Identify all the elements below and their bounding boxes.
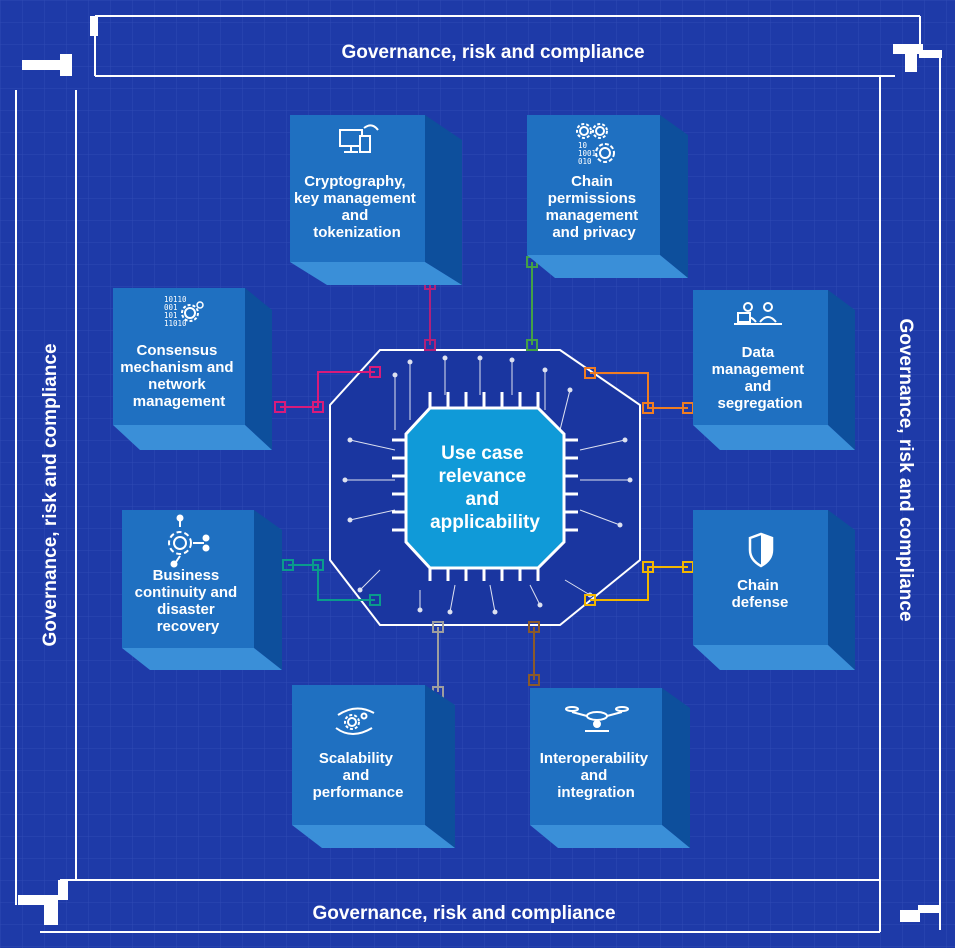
svg-text:Interoperability and: Interoperability and integration	[540, 750, 653, 801]
svg-text:Chain permissions: Chain permissions management and privacy	[546, 173, 643, 241]
people-laptop-icon	[734, 302, 782, 325]
box-continuity-line-1: Business	[153, 567, 220, 584]
frame-label-bottom: Governance, risk and compliance	[312, 903, 615, 924]
drone-icon	[565, 706, 629, 732]
connectors	[274, 256, 694, 698]
box-crypto: Cryptography, key management and tokeniz…	[290, 115, 462, 285]
frame-label-top: Governance, risk and compliance	[341, 42, 644, 63]
chip-label: Use case relevance and applicability	[430, 443, 540, 533]
box-crypto-line-4: tokenization	[313, 224, 401, 241]
connector-continuity	[282, 559, 381, 606]
shield-icon	[748, 532, 774, 568]
box-interop-line-3: integration	[557, 784, 635, 801]
devices-icon	[339, 124, 379, 153]
svg-text:Data management an: Data management and segregation	[712, 344, 809, 412]
svg-text:Business continuity and: Business continuity and disaster recover…	[135, 567, 242, 635]
central-chip: Use case relevance and applicability	[392, 392, 578, 581]
box-continuity-line-4: recovery	[157, 618, 220, 635]
frame-corners	[18, 16, 942, 925]
svg-text:Chain defense: Chain defense	[732, 577, 789, 611]
box-consensus-line-2: mechanism and	[120, 359, 233, 376]
box-consensus: 10110 001 101 11010 Consensus mechanism …	[113, 288, 272, 450]
frame-label-left: Governance, risk and compliance	[40, 343, 61, 646]
box-consensus-line-4: management	[133, 393, 226, 410]
svg-text:Consensus mechanism and: Consensus mechanism and network manageme…	[120, 342, 238, 410]
box-data-line-4: segregation	[717, 395, 802, 412]
box-scalability-line-1: Scalability	[319, 750, 394, 767]
box-interop-line-1: Interoperability	[540, 750, 649, 767]
gears-binary-icon	[576, 123, 615, 163]
box-permissions-line-1: Chain	[571, 173, 613, 190]
governance-frame	[15, 15, 941, 933]
chip-label-line-1: Use case	[441, 443, 523, 464]
connector-consensus	[274, 366, 381, 413]
hand-gears-icon	[335, 707, 375, 735]
box-scalability-line-2: and	[343, 767, 370, 784]
svg-text:10: 10	[578, 141, 588, 150]
box-interop: Interoperability and integration	[530, 688, 690, 848]
chip-label-line-3: and	[465, 489, 499, 510]
circuit-traces	[342, 355, 633, 615]
chip-label-line-4: applicability	[430, 512, 540, 533]
box-crypto-line-1: Cryptography,	[304, 173, 405, 190]
box-consensus-line-1: Consensus	[136, 342, 217, 359]
box-consensus-line-3: network	[148, 376, 206, 393]
box-crypto-line-3: and	[342, 207, 369, 224]
box-permissions-line-2: permissions	[548, 190, 636, 207]
box-defense-line-1: Chain	[737, 577, 779, 594]
box-scalability: Scalability and performance	[292, 685, 455, 848]
chip-body	[404, 406, 566, 570]
box-interop-line-2: and	[581, 767, 608, 784]
box-defense-line-2: defense	[732, 594, 789, 611]
box-continuity-line-3: disaster	[157, 601, 215, 618]
svg-text:Cryptography, key manage: Cryptography, key management and tokeniz…	[294, 173, 420, 241]
chip-label-line-2: relevance	[439, 466, 527, 487]
box-permissions: 10 1001 010 Chain permissions management…	[527, 115, 688, 278]
binary-line-2: 001	[164, 303, 178, 312]
gear-network-icon	[168, 514, 210, 568]
binary-line-3: 101	[164, 311, 178, 320]
box-crypto-line-2: key management	[294, 190, 416, 207]
box-data-line-2: management	[712, 361, 805, 378]
box-continuity: Business continuity and disaster recover…	[122, 510, 282, 670]
connector-interop	[528, 621, 540, 686]
connector-defense	[584, 561, 694, 606]
box-defense: Chain defense	[693, 510, 855, 670]
binary-line-4: 11010	[164, 319, 187, 328]
box-permissions-line-4: and privacy	[552, 224, 636, 241]
box-data-line-1: Data	[742, 344, 775, 361]
binary-gear-icon: 10110 001 101 11010	[164, 295, 204, 328]
box-continuity-line-2: continuity and	[135, 584, 238, 601]
svg-text:Scalability and pe: Scalability and performance	[313, 750, 404, 801]
box-scalability-line-3: performance	[313, 784, 404, 801]
svg-text:010: 010	[578, 157, 592, 166]
frame-label-right: Governance, risk and compliance	[895, 318, 916, 621]
box-data-line-3: and	[745, 378, 772, 395]
binary-line-1: 10110	[164, 295, 187, 304]
box-data: Data management and segregation	[693, 290, 855, 450]
box-permissions-line-3: management	[546, 207, 639, 224]
svg-text:1001: 1001	[578, 149, 596, 158]
